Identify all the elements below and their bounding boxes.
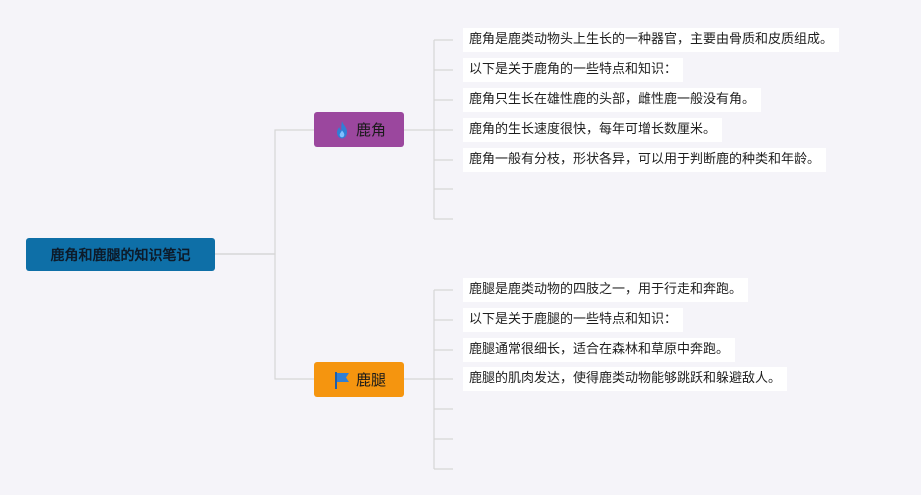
branch-node-leg[interactable]: 鹿腿 [314,362,404,397]
connector-branch-1-ticks [434,289,453,470]
leaf-node[interactable]: 鹿腿是鹿类动物的四肢之一，用于行走和奔跑。 [463,278,749,302]
leaf-node[interactable]: 以下是关于鹿角的一些特点和知识： [463,58,684,82]
leaf-node[interactable]: 鹿腿通常很细长，适合在森林和草原中奔跑。 [463,338,736,362]
leaf-node[interactable]: 鹿角是鹿类动物头上生长的一种器官，主要由骨质和皮质组成。 [463,28,840,52]
branch-label: 鹿角 [355,121,386,139]
flag-icon [332,370,352,390]
branch-label: 鹿腿 [355,371,386,389]
root-node[interactable]: 鹿角和鹿腿的知识笔记 [26,238,215,271]
connector-root-branch-1 [215,253,314,380]
leaf-node[interactable]: 鹿角只生长在雄性鹿的头部，雌性鹿一般没有角。 [463,88,762,112]
connector-branch-1-spine [404,290,435,469]
leaf-node[interactable]: 鹿角的生长速度很快，每年可增长数厘米。 [463,118,723,142]
connector-root-branch-0 [215,129,314,255]
connector-branch-0-ticks [434,39,453,220]
leaf-node[interactable]: 以下是关于鹿腿的一些特点和知识： [463,308,684,332]
leaf-node[interactable]: 鹿角一般有分枝，形状各异，可以用于判断鹿的种类和年龄。 [463,148,827,172]
root-label: 鹿角和鹿腿的知识笔记 [50,247,191,264]
fire-icon [332,120,352,140]
branch-node-antler[interactable]: 鹿角 [314,112,404,147]
leaf-node[interactable]: 鹿腿的肌肉发达，使得鹿类动物能够跳跃和躲避敌人。 [463,367,788,391]
connector-branch-0-spine [404,40,435,219]
